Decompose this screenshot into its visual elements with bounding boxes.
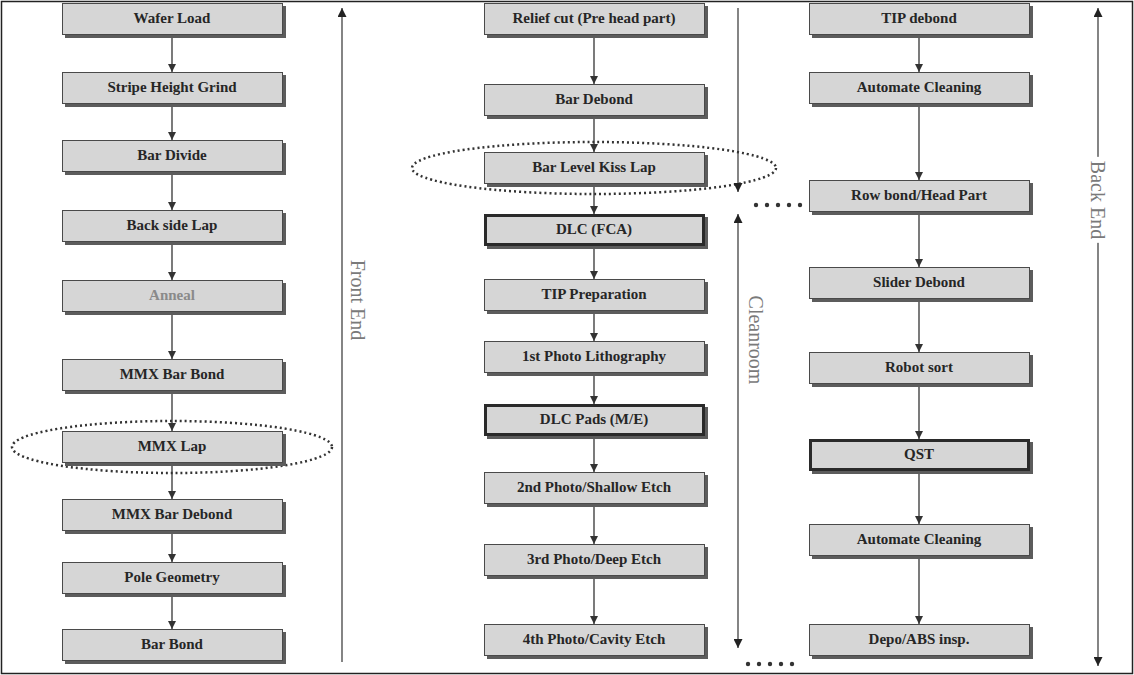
process-box: Bar Level Kiss Lap: [484, 152, 705, 184]
process-box: Automate Cleaning: [809, 524, 1030, 556]
step-label: Robot sort: [885, 359, 953, 376]
step-label: Bar Level Kiss Lap: [532, 159, 656, 176]
process-box: Stripe Height Grind: [62, 72, 283, 104]
step-label: 4th Photo/Cavity Etch: [523, 631, 666, 648]
flow-arrow: [918, 212, 919, 267]
step-label: Back side Lap: [127, 217, 218, 234]
step-label: Depo/ABS insp.: [869, 631, 970, 648]
step-label: Automate Cleaning: [857, 79, 982, 96]
flow-arrow: [171, 391, 172, 431]
flow-arrow: [171, 312, 172, 359]
flow-arrow: [171, 463, 172, 499]
step-label: Bar Divide: [137, 147, 206, 164]
flow-arrow: [593, 504, 594, 544]
process-box: Pole Geometry: [62, 562, 283, 594]
flow-arrow: [171, 172, 172, 210]
phase-arrow: [737, 8, 738, 192]
flow-arrow: [593, 116, 594, 152]
flow-arrow: [171, 35, 172, 72]
process-box: MMX Lap: [62, 431, 283, 463]
process-box: TIP debond: [809, 3, 1030, 35]
process-box: Back side Lap: [62, 210, 283, 242]
process-box: Robot sort: [809, 352, 1030, 384]
flow-arrow: [918, 35, 919, 72]
flow-arrow: [171, 104, 172, 140]
process-box: TIP Preparation: [484, 279, 705, 311]
step-label: Bar Bond: [141, 636, 203, 653]
step-label: TIP debond: [881, 10, 956, 27]
step-label: 2nd Photo/Shallow Etch: [517, 479, 671, 496]
phase-label: Front End: [345, 256, 371, 345]
phase-label: Cleanroom: [743, 292, 769, 389]
step-label: DLC (FCA): [556, 221, 632, 238]
process-box: 1st Photo Lithography: [484, 341, 705, 373]
process-box: QST: [809, 439, 1030, 471]
process-box: Automate Cleaning: [809, 72, 1030, 104]
flow-arrow: [593, 35, 594, 84]
step-label: Wafer Load: [134, 10, 211, 27]
process-box: Row bond/Head Part: [809, 180, 1030, 212]
process-box: Relief cut (Pre head part): [484, 3, 705, 35]
step-label: Bar Debond: [555, 91, 633, 108]
step-label: TIP Preparation: [541, 286, 646, 303]
flow-arrow: [918, 556, 919, 624]
process-box: DLC (FCA): [484, 214, 705, 246]
flow-arrow: [593, 373, 594, 404]
step-label: MMX Lap: [138, 438, 207, 455]
process-box: Bar Debond: [484, 84, 705, 116]
step-label: MMX Bar Debond: [112, 506, 233, 523]
step-label: Automate Cleaning: [857, 531, 982, 548]
continuation-dots: [746, 662, 794, 666]
flow-arrow: [918, 104, 919, 180]
step-label: Row bond/Head Part: [851, 187, 987, 204]
process-box: 2nd Photo/Shallow Etch: [484, 472, 705, 504]
flow-arrow: [171, 594, 172, 629]
process-box: Anneal: [62, 280, 283, 312]
phase-label: Back End: [1085, 157, 1111, 243]
process-box: 4th Photo/Cavity Etch: [484, 624, 705, 656]
flow-arrow: [593, 576, 594, 624]
step-label: Stripe Height Grind: [107, 79, 236, 96]
phase-arrow: [341, 8, 342, 662]
flow-arrow: [918, 384, 919, 439]
step-label: Anneal: [149, 287, 195, 304]
flow-arrow: [593, 246, 594, 279]
process-box: Bar Bond: [62, 629, 283, 661]
step-label: 1st Photo Lithography: [522, 348, 666, 365]
step-label: DLC Pads (M/E): [540, 411, 648, 428]
process-box: Wafer Load: [62, 3, 283, 35]
step-label: QST: [904, 446, 934, 463]
process-box: Slider Debond: [809, 267, 1030, 299]
process-box: MMX Bar Bond: [62, 359, 283, 391]
flow-arrow: [593, 311, 594, 341]
flow-arrow: [171, 531, 172, 562]
step-label: Pole Geometry: [124, 569, 219, 586]
phase-arrow: [737, 214, 738, 648]
step-label: MMX Bar Bond: [120, 366, 225, 383]
process-box: Bar Divide: [62, 140, 283, 172]
flow-arrow: [918, 471, 919, 524]
step-label: 3rd Photo/Deep Etch: [527, 551, 661, 568]
process-box: 3rd Photo/Deep Etch: [484, 544, 705, 576]
flow-arrow: [918, 299, 919, 352]
step-label: Relief cut (Pre head part): [512, 10, 675, 27]
flow-arrow: [593, 184, 594, 214]
phase-arrow: [1097, 8, 1098, 666]
flow-arrow: [593, 436, 594, 472]
process-box: Depo/ABS insp.: [809, 624, 1030, 656]
continuation-dots: [754, 203, 802, 207]
step-label: Slider Debond: [873, 274, 965, 291]
process-box: DLC Pads (M/E): [484, 404, 705, 436]
process-box: MMX Bar Debond: [62, 499, 283, 531]
flow-arrow: [171, 242, 172, 280]
